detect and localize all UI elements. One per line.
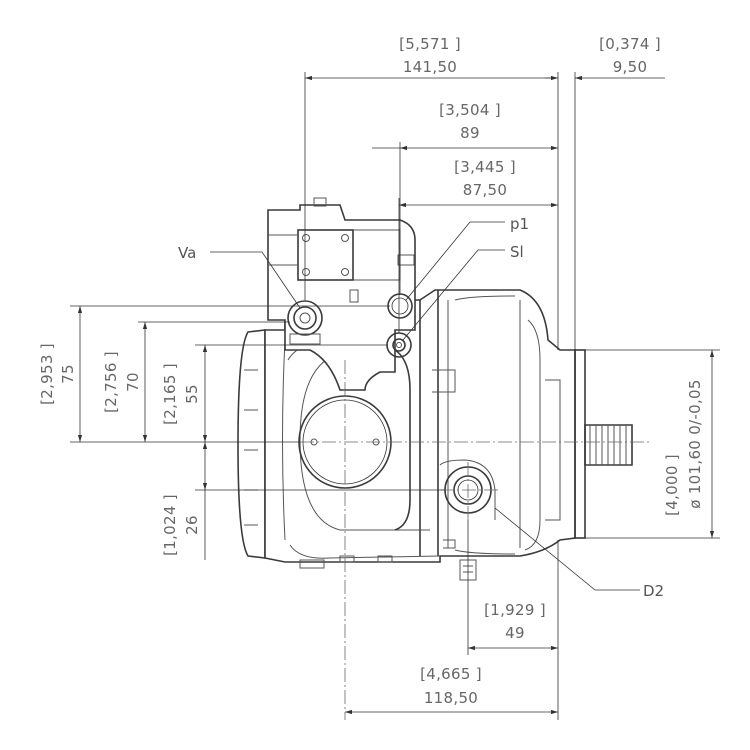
dim-pilot-inch: [4,000 ] <box>663 454 681 516</box>
label-va: Va <box>178 244 196 262</box>
dim-drain-mm: 49 <box>505 624 525 642</box>
pump-body <box>237 197 633 581</box>
dim-width-mm: 141,50 <box>403 58 457 76</box>
extension-lines <box>70 72 720 720</box>
label-d2: D2 <box>643 582 664 600</box>
dim-axis-flange-inch: [4,665 ] <box>420 665 482 683</box>
dim-drain-inch: [1,929 ] <box>484 601 546 619</box>
dim-p1-inch: [3,504 ] <box>439 101 501 119</box>
dim-p1-height-mm: 70 <box>124 372 142 392</box>
dim-p1-height-inch: [2,756 ] <box>102 351 120 413</box>
label-p1: p1 <box>510 215 529 233</box>
label-sl: Sl <box>510 243 524 261</box>
dim-width-inch: [5,571 ] <box>399 35 461 53</box>
dim-below-inch: [1,024 ] <box>161 494 179 556</box>
dim-pilot-mm: ø 101,60 0/-0,05 <box>686 379 704 508</box>
center-lines <box>300 360 650 720</box>
dim-sl-inch: [3,445 ] <box>454 158 516 176</box>
pilot-flange <box>574 349 586 539</box>
dim-va-height-mm: 75 <box>59 364 77 384</box>
rear-cover <box>237 329 266 559</box>
dim-below-mm: 26 <box>183 515 201 535</box>
dim-sl-mm: 87,50 <box>463 181 507 199</box>
va-screw <box>287 300 323 336</box>
leader-lines <box>210 221 640 591</box>
dim-axis-flange-mm: 118,50 <box>424 689 478 707</box>
dim-sl-height-inch: [2,165 ] <box>161 363 179 425</box>
dimension-texts: [5,571 ] 141,50 [0,374 ] 9,50 [3,504 ] 8… <box>38 35 704 707</box>
splined-shaft <box>584 424 633 466</box>
port-labels: Va p1 Sl D2 <box>178 215 664 600</box>
dim-va-height-inch: [2,953 ] <box>38 343 56 405</box>
dim-sl-height-mm: 55 <box>183 384 201 404</box>
dim-flange-mm: 9,50 <box>613 58 648 76</box>
dimension-lines <box>77 75 715 715</box>
dim-p1-mm: 89 <box>460 124 480 142</box>
dim-flange-inch: [0,374 ] <box>599 35 661 53</box>
